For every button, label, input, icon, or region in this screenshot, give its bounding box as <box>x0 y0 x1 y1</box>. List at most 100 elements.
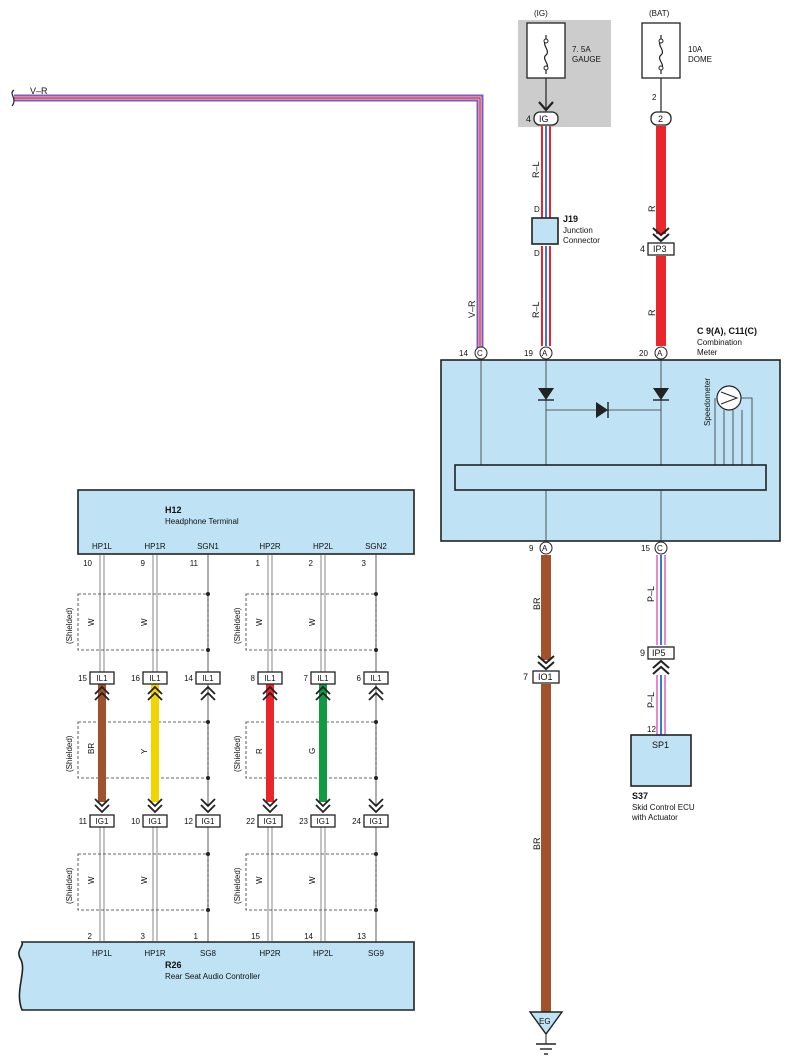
splice-point <box>374 908 378 912</box>
r26-terminal-label: HP1R <box>144 949 166 958</box>
il1-connector <box>363 671 389 685</box>
bat-supply-label: (BAT) <box>649 9 670 18</box>
connector-arrow-icon <box>315 798 331 814</box>
s37-code: S37 <box>632 791 648 801</box>
j19-junction-connector: D D J19 Junction Connector <box>531 205 600 258</box>
io1-pin: 7 <box>523 672 528 682</box>
il1-connector <box>89 671 115 685</box>
splice-point <box>206 648 210 652</box>
wire-color-label: G <box>308 748 317 754</box>
connector-arrow-icon <box>147 798 163 814</box>
diode-icon <box>538 388 554 400</box>
h12-name: Headphone Terminal <box>165 517 239 526</box>
j19-pin-top: D <box>534 205 540 214</box>
v-r-label-vertical: V–R <box>467 300 477 318</box>
ig1-label: IG1 <box>317 817 330 826</box>
h12-pin-number: 2 <box>309 559 314 568</box>
h12-terminal-label: SGN2 <box>365 542 387 551</box>
il1-connector <box>142 671 168 685</box>
s37-terminal: SP1 <box>652 740 669 750</box>
ip5-pin: 9 <box>640 648 645 658</box>
h12-terminal-label: HP2L <box>313 542 334 551</box>
h12-terminal-label: SGN1 <box>197 542 219 551</box>
r-l-label-top: R–L <box>531 161 541 178</box>
il1-label: IL1 <box>202 674 214 683</box>
ground-icon <box>528 1011 564 1036</box>
ig1-connector <box>142 814 168 828</box>
wire-color-label: BR <box>87 743 96 754</box>
gauge-rating: 7. 5A <box>572 45 591 54</box>
il1-pin: 16 <box>131 674 140 683</box>
fuse-dome: (BAT) 10A DOME 2 2 <box>641 9 712 126</box>
connector-arrow-icon <box>147 685 163 701</box>
r26-pin-number: 13 <box>357 932 366 941</box>
fuse-gauge: (IG) 7. 5A GAUGE IG 4 <box>518 9 611 127</box>
il1-label: IL1 <box>149 674 161 683</box>
ig1-label: IG1 <box>264 817 277 826</box>
connector-arrow-icon <box>94 685 110 701</box>
pin-20: 20 <box>639 349 648 358</box>
shielded-label: (Shielded) <box>233 735 242 772</box>
s37-pin: 12 <box>647 725 656 734</box>
il1-label: IL1 <box>370 674 382 683</box>
connector-arrow-icon <box>262 685 278 701</box>
connector-arrow-icon <box>537 655 555 671</box>
r26-rear-seat-audio-controller: R26 Rear Seat Audio Controller <box>18 941 415 1011</box>
splice-point <box>374 852 378 856</box>
ig1-pin: 12 <box>184 817 193 826</box>
ig1-connector <box>257 814 283 828</box>
pin-a-9: A <box>542 544 548 553</box>
dome-pin-top: 2 <box>652 93 657 102</box>
j19-name2: Connector <box>563 236 600 245</box>
il1-pin: 15 <box>78 674 87 683</box>
s37-box <box>630 734 692 787</box>
h12-headphone-terminal: H12 Headphone Terminal <box>77 489 415 555</box>
ig-supply-label: (IG) <box>534 9 548 18</box>
diode-icon <box>653 388 669 400</box>
p-l-label-top: P–L <box>646 586 656 602</box>
r26-terminal-label: HP2R <box>259 949 281 958</box>
splice-point <box>206 720 210 724</box>
h12-pin-number: 3 <box>362 559 367 568</box>
combination-meter: C 9(A), C11(C) Combination Meter C 14 A … <box>440 326 781 555</box>
j19-pin-bottom: D <box>534 249 540 258</box>
il1-connector <box>257 671 283 685</box>
br-label-bottom: BR <box>532 837 542 850</box>
pin-15: 15 <box>641 544 650 553</box>
colored-wire <box>266 684 274 802</box>
h12-code: H12 <box>165 505 182 515</box>
wire-color-label: Y <box>140 748 149 754</box>
ip5-label: IP5 <box>652 648 666 658</box>
h12-terminal-label: HP1R <box>144 542 166 551</box>
pin-a-20: A <box>657 349 663 358</box>
colored-wire <box>151 684 159 802</box>
il1-pin: 14 <box>184 674 193 683</box>
connector-arrow-icon <box>538 101 554 112</box>
connector-arrow-icon <box>262 798 278 814</box>
p-l-wire: IP5 9 P–L P–L 12 SP1 S37 Skid Control EC… <box>630 555 695 822</box>
ig1-pin: 11 <box>79 817 88 826</box>
r-wire: IP3 4 R R <box>640 126 675 346</box>
wire-color-label: R <box>255 748 264 754</box>
h12-pin-number: 10 <box>83 559 92 568</box>
r-l-wire: R–L R–L <box>531 126 551 346</box>
ig1-connector <box>195 814 221 828</box>
connector-arrow-icon <box>652 659 670 675</box>
shield-groups: (Shielded) (Shielded) (Shielded) (Shield… <box>65 593 377 911</box>
r26-box <box>18 941 415 1011</box>
splice-point <box>206 908 210 912</box>
pin-19: 19 <box>524 349 533 358</box>
h12-terminal-label: HP2R <box>259 542 281 551</box>
fuse-icon <box>543 35 549 74</box>
pin-c-top: C <box>477 349 483 358</box>
il1-label: IL1 <box>96 674 108 683</box>
r26-terminal-label: SG8 <box>200 949 217 958</box>
wire-color-label: W <box>87 876 96 884</box>
ig1-label: IG1 <box>370 817 383 826</box>
r26-pin-number: 2 <box>88 932 93 941</box>
connector-arrow-icon <box>368 798 384 814</box>
ig1-pin: 24 <box>352 817 361 826</box>
dome-rating: 10A <box>688 45 703 54</box>
il1-label: IL1 <box>317 674 329 683</box>
